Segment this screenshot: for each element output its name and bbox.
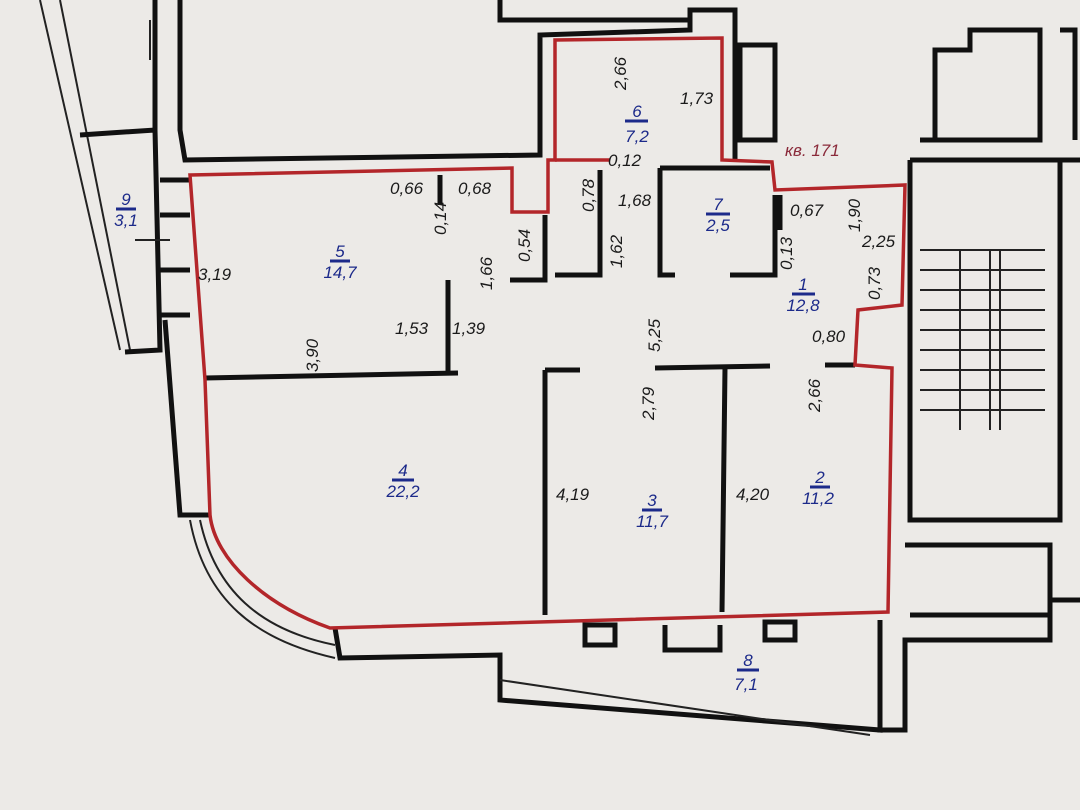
plan-line xyxy=(657,165,778,278)
dimension-label: 0,66 xyxy=(390,179,424,198)
plan-line xyxy=(510,170,603,283)
dimension-label: 2,5 xyxy=(705,216,730,235)
dimension-label: 8 xyxy=(743,651,753,670)
dimension-label: 4,20 xyxy=(736,485,770,504)
apartment-outline xyxy=(188,36,907,630)
dimension-label: 7 xyxy=(713,195,723,214)
dimension-label: 0,78 xyxy=(579,178,598,212)
plan-line xyxy=(654,363,771,613)
plan-line xyxy=(920,249,1045,430)
dimension-label: 0,13 xyxy=(777,236,796,270)
dimension-label: 12,8 xyxy=(786,296,820,315)
room-2-label: 211,2 xyxy=(802,468,834,508)
building-walls xyxy=(39,0,1080,736)
room-3-label: 311,7 xyxy=(636,491,668,531)
dimension-label: 5,25 xyxy=(645,318,664,352)
dimension-label: 3,19 xyxy=(198,265,232,284)
plan-line xyxy=(160,177,190,318)
dimension-label: 1,66 xyxy=(477,256,496,290)
dimension-label: 4 xyxy=(398,461,407,480)
plan-line xyxy=(135,20,170,241)
plan-line xyxy=(39,0,131,351)
apartment-label: кв. 171 xyxy=(785,141,840,160)
dimension-label: 0,54 xyxy=(515,229,534,262)
plan-line xyxy=(204,280,459,381)
dimension-label: 0,73 xyxy=(865,266,884,300)
dimension-label: 11,7 xyxy=(636,512,668,531)
dimension-label: 2,79 xyxy=(639,386,658,421)
dimension-label: 3,90 xyxy=(303,338,322,372)
dimension-label: 4,19 xyxy=(556,485,590,504)
room-4-label: 422,2 xyxy=(385,461,420,501)
dimension-label: 1,53 xyxy=(395,319,429,338)
dimension-label: 2 xyxy=(814,468,825,487)
dimension-label: 2,25 xyxy=(861,232,896,251)
dimension-label: 11,2 xyxy=(802,489,834,508)
dimension-label: 0,80 xyxy=(812,327,846,346)
room-1-label: 112,8 xyxy=(786,275,820,315)
dimension-label: 1,39 xyxy=(452,319,486,338)
plan-line xyxy=(582,619,798,648)
dimension-label: 1 xyxy=(798,275,807,294)
dimension-label: 9 xyxy=(121,190,131,209)
plan-line xyxy=(152,0,738,163)
plan-line xyxy=(437,175,580,615)
plan-line xyxy=(499,679,871,736)
dimension-labels: 3,19 0,66 0,68 0,14 1,66 0,54 0,78 0,12 … xyxy=(198,56,896,504)
room-labels: 112,8 211,2 311,7 422,2 514,7 67,2 72,5 … xyxy=(114,102,834,694)
room-9-label: 93,1 xyxy=(114,190,138,230)
dimension-label: 7,2 xyxy=(625,127,649,146)
dimension-label: 2,66 xyxy=(805,378,824,413)
plan-line xyxy=(662,625,723,653)
dimension-label: 0,14 xyxy=(431,202,450,235)
room-6-label: 67,2 xyxy=(625,102,649,146)
room-7-label: 72,5 xyxy=(705,195,730,235)
dimension-label: 1,90 xyxy=(845,198,864,232)
dimension-label: 2,66 xyxy=(611,56,630,91)
dimension-label: 1,62 xyxy=(607,234,626,268)
room-5-label: 514,7 xyxy=(323,242,357,282)
dimension-label: 7,1 xyxy=(734,675,758,694)
plan-line xyxy=(905,157,1080,618)
room-8-label: 87,1 xyxy=(734,651,759,694)
plan-line xyxy=(189,519,336,659)
dimension-label: 0,12 xyxy=(608,151,642,170)
dimension-label: 1,68 xyxy=(618,191,652,210)
plan-line xyxy=(162,319,210,518)
dimension-label: 6 xyxy=(632,102,642,121)
dimension-label: 0,68 xyxy=(458,179,492,198)
dimension-label: 3 xyxy=(647,491,657,510)
dimension-label: 3,1 xyxy=(114,211,138,230)
plan-line xyxy=(737,42,778,143)
dimension-label: 14,7 xyxy=(323,263,357,282)
dimension-label: 1,73 xyxy=(680,89,714,108)
dimension-label: 0,67 xyxy=(790,201,824,220)
plan-line xyxy=(497,0,690,23)
dimension-label: 5 xyxy=(335,242,345,261)
dimension-label: 22,2 xyxy=(385,482,420,501)
interior-walls xyxy=(204,165,855,615)
plan-line xyxy=(920,27,1078,143)
plan-line xyxy=(777,195,855,368)
